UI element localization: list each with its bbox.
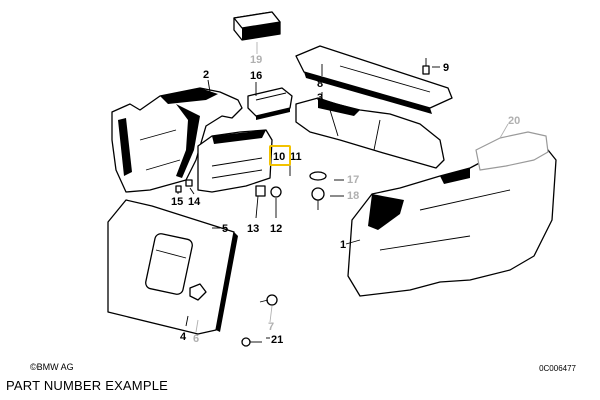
callout-17[interactable]: 17 — [347, 174, 359, 186]
callout-21[interactable]: 21 — [271, 334, 283, 346]
part-19-box — [233, 11, 281, 41]
callout-15[interactable]: 15 — [171, 196, 183, 208]
callout-12[interactable]: 12 — [270, 223, 282, 235]
part-1-right-trim — [347, 139, 557, 297]
reference-code: 0C006477 — [539, 364, 576, 373]
part-9-screw — [422, 58, 430, 75]
part-8-shelf — [295, 45, 453, 114]
callout-16[interactable]: 16 — [250, 70, 262, 82]
callout-14[interactable]: 14 — [188, 196, 201, 208]
clip-part — [189, 283, 278, 347]
callout-11[interactable]: 11 — [290, 151, 302, 163]
callout-labels: 2 16 19 8 3 9 20 10 11 17 18 1 15 14 5 1… — [171, 54, 520, 346]
callout-20[interactable]: 20 — [508, 115, 520, 127]
callout-4[interactable]: 4 — [180, 331, 187, 343]
callout-5[interactable]: 5 — [222, 223, 228, 235]
callout-8[interactable]: 8 — [317, 78, 323, 90]
callout-7[interactable]: 7 — [268, 321, 274, 333]
callout-13[interactable]: 13 — [247, 223, 259, 235]
caption: PART NUMBER EXAMPLE — [6, 378, 169, 393]
callout-9[interactable]: 9 — [443, 62, 449, 74]
callout-1[interactable]: 1 — [340, 239, 346, 251]
part-3-panel — [295, 97, 445, 169]
copyright-label: ©BMW AG — [30, 362, 74, 372]
parts-17-18 — [309, 171, 327, 210]
highlight-box — [269, 145, 291, 166]
callout-10[interactable]: 10 — [273, 151, 285, 163]
part-2-left-trim — [111, 87, 243, 193]
part-20-detail — [475, 131, 549, 171]
callout-6[interactable]: 6 — [193, 333, 199, 345]
callout-18[interactable]: 18 — [347, 190, 359, 202]
callout-19[interactable]: 19 — [250, 54, 262, 66]
fasteners-lower — [175, 179, 282, 198]
part-16-bracket — [247, 87, 293, 120]
part-5-bracket — [197, 129, 273, 193]
callout-3[interactable]: 3 — [317, 92, 323, 104]
part-4-panel — [107, 199, 238, 335]
callout-2[interactable]: 2 — [203, 69, 209, 81]
